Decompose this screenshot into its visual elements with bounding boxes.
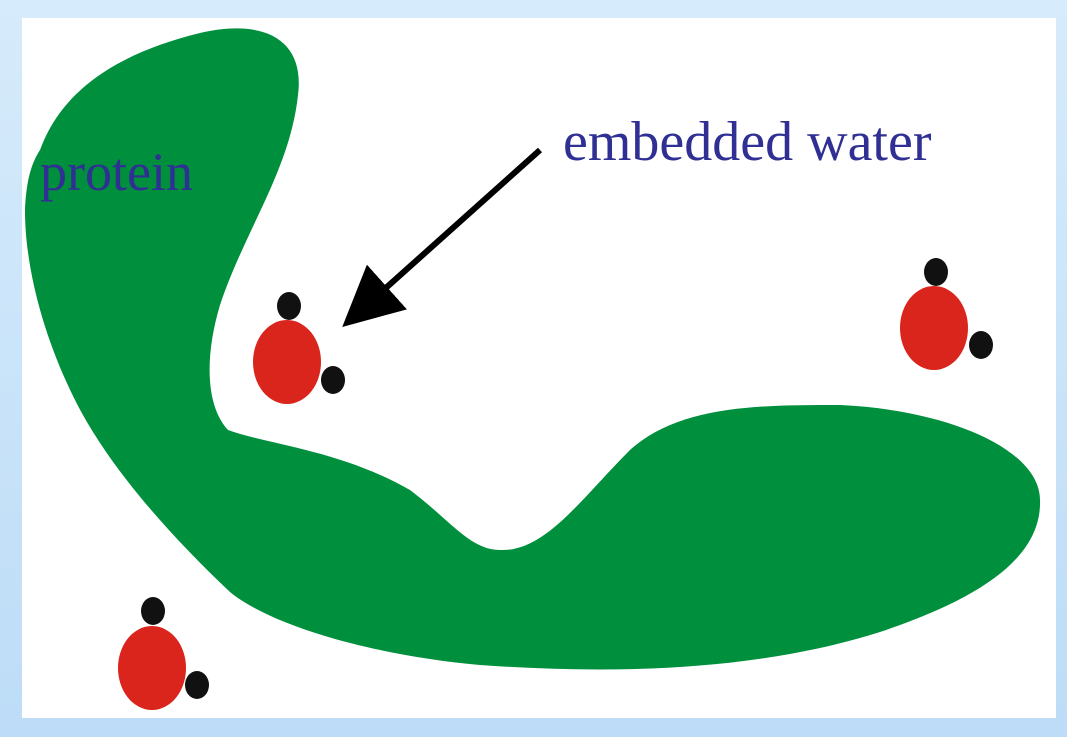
oxygen-atom: [118, 626, 186, 710]
hydrogen-atom: [185, 671, 209, 699]
protein-label: protein: [40, 142, 193, 202]
hydrogen-atom: [969, 331, 993, 359]
hydrogen-atom: [141, 597, 165, 625]
oxygen-atom: [253, 320, 321, 404]
hydrogen-atom: [321, 366, 345, 394]
oxygen-atom: [900, 286, 968, 370]
embedded-water-label: embedded water: [563, 111, 932, 173]
hydrogen-atom: [277, 292, 301, 320]
hydrogen-atom: [924, 258, 948, 286]
